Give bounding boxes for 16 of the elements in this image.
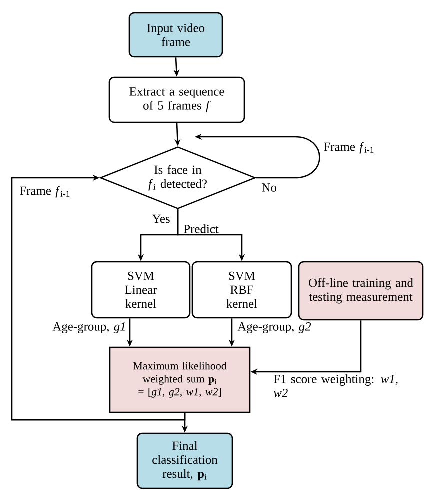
process-box: Off-line training and testing measurement — [298, 261, 424, 321]
process-box: SVM Linear kernel — [91, 261, 191, 319]
branch-label: No — [262, 184, 277, 192]
process-box: Input video frame — [128, 12, 224, 58]
arrow — [11, 174, 186, 421]
process-box: SVM RBF kernel — [192, 261, 292, 319]
edge-label: Yes — [152, 214, 170, 224]
edge-label: F1 score weighting: w1, w2 — [274, 374, 398, 398]
process-box: Final classification result, p$_{i}$ — [136, 432, 234, 490]
process-box: Maximum likelihood weighted sum p$_{i}$ = [g1, g2, w1, w2] — [109, 346, 251, 414]
edge-label: Age-group, g2 — [238, 322, 312, 334]
edge-label: Frame f$_{i-1}$ — [324, 142, 374, 154]
edge-label: Age-group, g1 — [52, 322, 126, 334]
edge-label: Frame f$_{i-1}$ — [20, 186, 70, 198]
process-box: Extract a sequence of 5 frames f — [108, 76, 246, 124]
edge-label: Predict — [184, 224, 219, 234]
